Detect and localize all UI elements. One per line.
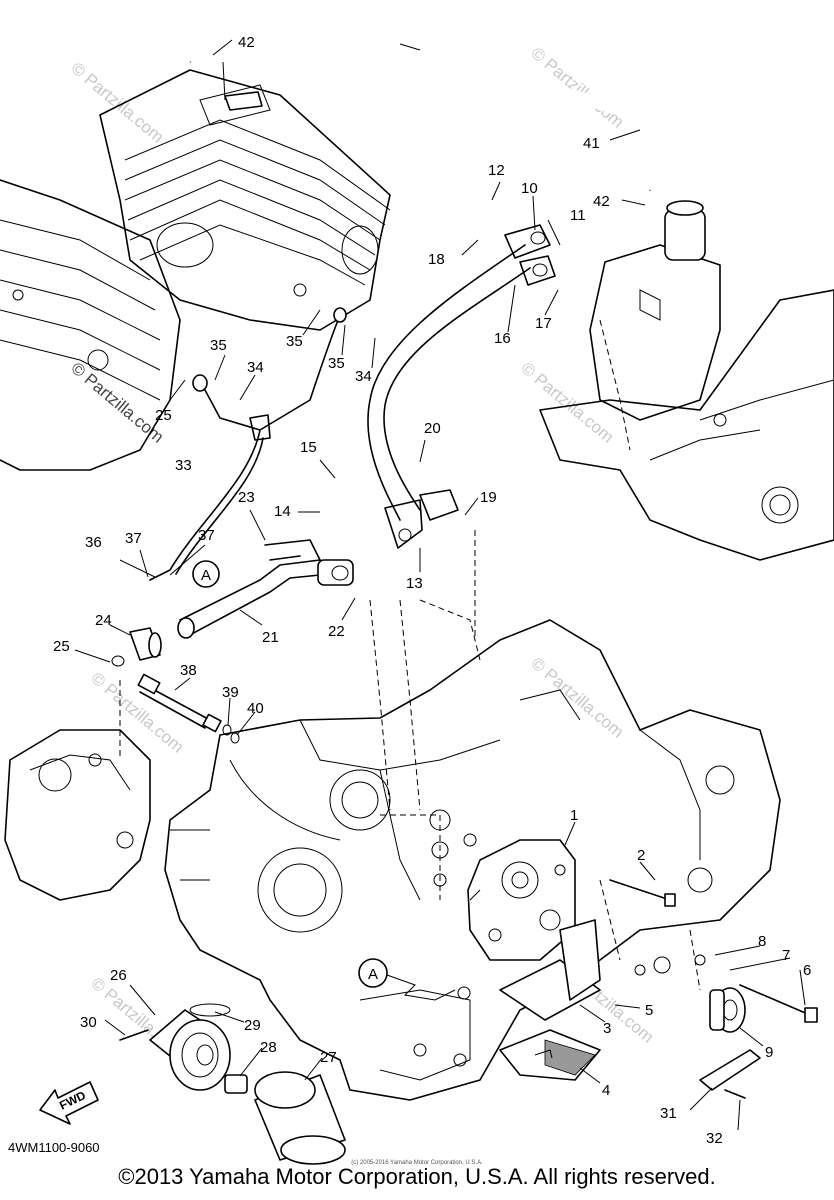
callout-5: 5 xyxy=(645,1002,653,1019)
callout-11: 11 xyxy=(570,207,586,224)
callout-28: 28 xyxy=(260,1039,277,1056)
oil-hose xyxy=(177,539,354,639)
callout-31: 31 xyxy=(660,1105,677,1122)
left-crankcase-cover xyxy=(4,729,151,901)
callout-32: 32 xyxy=(706,1130,723,1147)
watermark: © Partzilla.com xyxy=(517,359,617,447)
callout-29: 29 xyxy=(244,1017,261,1034)
union-bolt xyxy=(111,627,162,667)
oil-tank xyxy=(539,200,834,561)
breather-hose xyxy=(145,10,658,191)
callout-37: 37 xyxy=(198,527,215,544)
callout-17: 17 xyxy=(535,315,552,332)
oil-strainer xyxy=(499,919,601,1081)
callout-19: 19 xyxy=(480,489,497,506)
diagram-code: 4WM1100-9060 xyxy=(8,1140,100,1155)
callout-9: 9 xyxy=(765,1044,773,1061)
callout-2: 2 xyxy=(637,847,645,864)
ref-marker-a-upper: A xyxy=(192,560,220,588)
callout-35: 35 xyxy=(210,337,227,354)
ref-marker-a-lower: A xyxy=(358,958,456,1001)
bolt-2 xyxy=(609,879,676,907)
callout-23: 23 xyxy=(238,489,255,506)
callout-25: 25 xyxy=(53,638,70,655)
callout-22: 22 xyxy=(328,623,345,640)
callout-37: 37 xyxy=(125,530,142,547)
oil-pipe xyxy=(137,673,240,744)
breather-pipe xyxy=(149,307,347,581)
callout-39: 39 xyxy=(222,684,239,701)
ref-marker-label: A xyxy=(368,966,378,983)
callout-15: 15 xyxy=(300,439,317,456)
callout-10: 10 xyxy=(521,180,538,197)
callout-42: 42 xyxy=(238,34,255,51)
callout-13: 13 xyxy=(406,575,423,592)
callout-26: 26 xyxy=(110,967,127,984)
watermark: © Partzilla.com xyxy=(67,59,167,147)
callout-4: 4 xyxy=(602,1082,610,1099)
oil-filter-group xyxy=(119,1003,346,1165)
callout-33: 33 xyxy=(175,457,192,474)
fwd-arrow: FWD xyxy=(39,1081,99,1125)
callout-35: 35 xyxy=(328,355,345,372)
callout-30: 30 xyxy=(80,1014,97,1031)
oil-delivery-pipe xyxy=(367,224,556,549)
callout-36: 36 xyxy=(85,534,102,551)
watermark: © Partzilla.com xyxy=(87,669,187,757)
cylinder-head xyxy=(99,69,391,331)
callout-labels: 42 41 42 12 10 11 18 16 17 35 35 34 35 3… xyxy=(53,34,811,1147)
callout-35: 35 xyxy=(286,333,303,350)
pump-gear xyxy=(653,954,818,1033)
callout-40: 40 xyxy=(247,700,264,717)
callout-20: 20 xyxy=(424,420,441,437)
callout-34: 34 xyxy=(355,368,372,385)
leader-lines xyxy=(74,39,806,1131)
oil-pump xyxy=(467,839,576,961)
ref-marker-label: A xyxy=(201,567,211,584)
callout-27: 27 xyxy=(320,1049,337,1066)
callout-1: 1 xyxy=(570,807,578,824)
bracket xyxy=(699,1049,761,1099)
callout-34: 34 xyxy=(247,359,264,376)
watermark-main: © Partzilla.com xyxy=(67,359,167,447)
copyright-notice: ©2013 Yamaha Motor Corporation, U.S.A. A… xyxy=(118,1164,716,1189)
callout-12: 12 xyxy=(488,162,505,179)
callout-38: 38 xyxy=(180,662,197,679)
callout-24: 24 xyxy=(95,612,112,629)
callout-42: 42 xyxy=(593,193,610,210)
callout-14: 14 xyxy=(274,503,291,520)
watermark: © Partzilla.com xyxy=(527,654,627,742)
hidden-lines xyxy=(119,319,701,991)
callout-25: 25 xyxy=(155,407,172,424)
callout-7: 7 xyxy=(782,947,790,964)
callout-21: 21 xyxy=(262,629,279,646)
callout-6: 6 xyxy=(803,962,811,979)
callout-18: 18 xyxy=(428,251,445,268)
callout-8: 8 xyxy=(758,933,766,950)
callout-41: 41 xyxy=(583,135,600,152)
callout-16: 16 xyxy=(494,330,511,347)
fine-print: (c) 2005-2016 Yamaha Motor Corporation, … xyxy=(351,1160,483,1166)
callout-3: 3 xyxy=(603,1020,611,1037)
